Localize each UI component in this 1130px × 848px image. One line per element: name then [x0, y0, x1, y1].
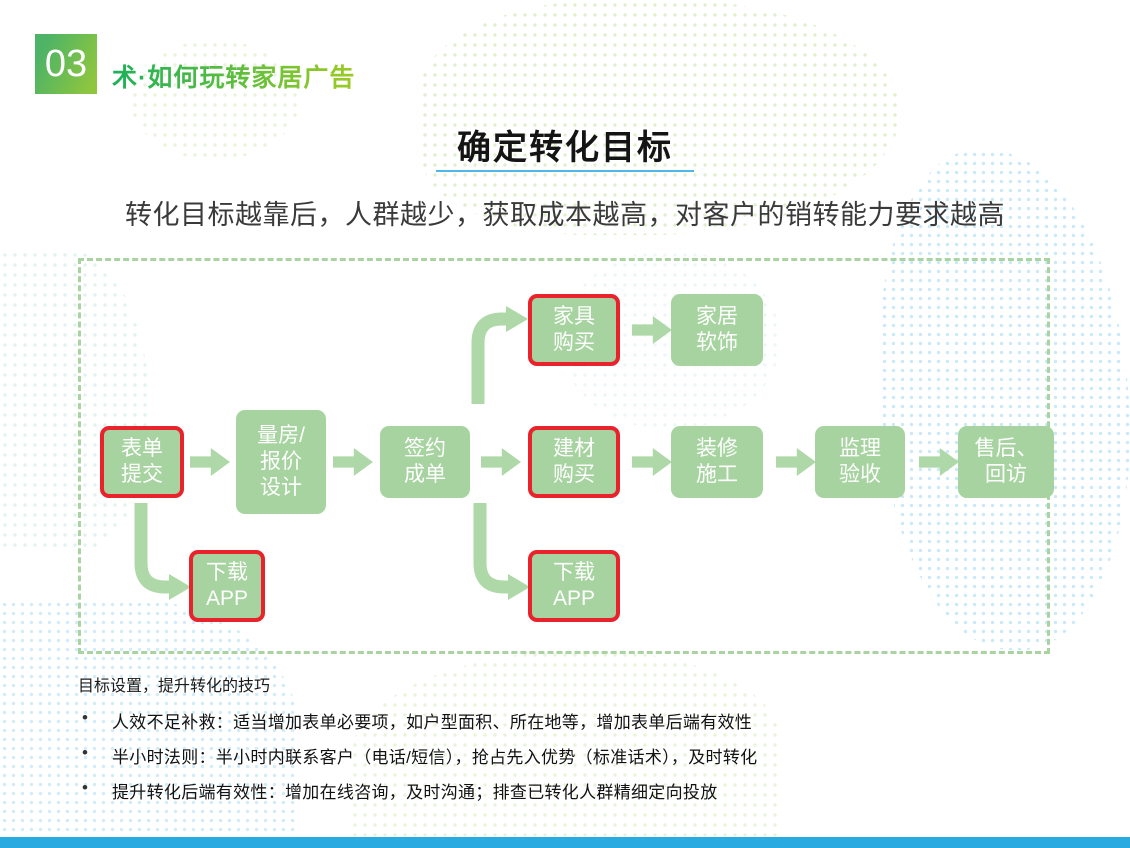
- arrow-right-icon: [919, 448, 959, 476]
- flowchart-container: 家具 购买 家居 软饰 表单 提交 量房/ 报价 设计 签约 成单 建材 购买 …: [78, 258, 1054, 654]
- note-item: • 提升转化后端有效性：增加在线咨询，及时沟通；排查已转化人群精细定向投放: [82, 778, 718, 803]
- page-title: 确定转化目标: [457, 129, 673, 167]
- flow-step-renovation-construction: 装修 施工: [671, 426, 763, 498]
- title-underline: [436, 170, 694, 172]
- arrow-right-icon: [190, 448, 230, 476]
- note-text: 半小时法则：半小时内联系客户（电话/短信），抢占先入优势（标准话术），及时转化: [112, 748, 758, 767]
- section-title: 术·如何玩转家居广告: [112, 58, 355, 94]
- note-item: • 半小时法则：半小时内联系客户（电话/短信），抢占先入优势（标准话术），及时转…: [82, 743, 757, 768]
- flow-step-aftersales-followup: 售后、 回访: [958, 426, 1054, 498]
- flow-step-building-materials-purchase: 建材 购买: [528, 426, 620, 498]
- flow-step-supervision-acceptance: 监理 验收: [815, 426, 905, 498]
- flow-step-furniture-purchase: 家具 购买: [528, 294, 620, 366]
- section-number-badge: 03: [35, 34, 97, 94]
- bullet-icon: •: [82, 778, 88, 797]
- notes-title: 目标设置，提升转化的技巧: [78, 678, 271, 695]
- flow-step-measure-quote-design: 量房/ 报价 设计: [236, 410, 326, 514]
- flow-step-download-app-1: 下载 APP: [189, 550, 265, 622]
- bullet-icon: •: [82, 743, 88, 762]
- note-text: 提升转化后端有效性：增加在线咨询，及时沟通；排查已转化人群精细定向投放: [112, 783, 718, 802]
- arrow-right-icon: [481, 448, 521, 476]
- flow-step-form-submit: 表单 提交: [100, 426, 184, 498]
- flow-step-sign-contract: 签约 成单: [380, 426, 470, 498]
- subtitle: 转化目标越靠后，人群越少，获取成本越高，对客户的销转能力要求越高: [125, 200, 1005, 230]
- flow-step-home-softdecor: 家居 软饰: [671, 294, 763, 366]
- arrow-right-icon: [776, 448, 816, 476]
- arrow-right-icon: [632, 316, 672, 344]
- arrow-right-icon: [333, 448, 373, 476]
- arrow-right-icon: [632, 448, 672, 476]
- curved-arrow-down-icon: [134, 503, 191, 600]
- bullet-icon: •: [82, 708, 88, 727]
- flow-step-download-app-2: 下载 APP: [528, 550, 620, 622]
- curved-arrow-down-icon: [473, 503, 530, 600]
- note-item: • 人效不足补救：适当增加表单必要项，如户型面积、所在地等，增加表单后端有效性: [82, 708, 752, 733]
- footer-bar: [0, 837, 1130, 848]
- curved-arrow-up-icon: [471, 306, 528, 404]
- note-text: 人效不足补救：适当增加表单必要项，如户型面积、所在地等，增加表单后端有效性: [112, 713, 753, 732]
